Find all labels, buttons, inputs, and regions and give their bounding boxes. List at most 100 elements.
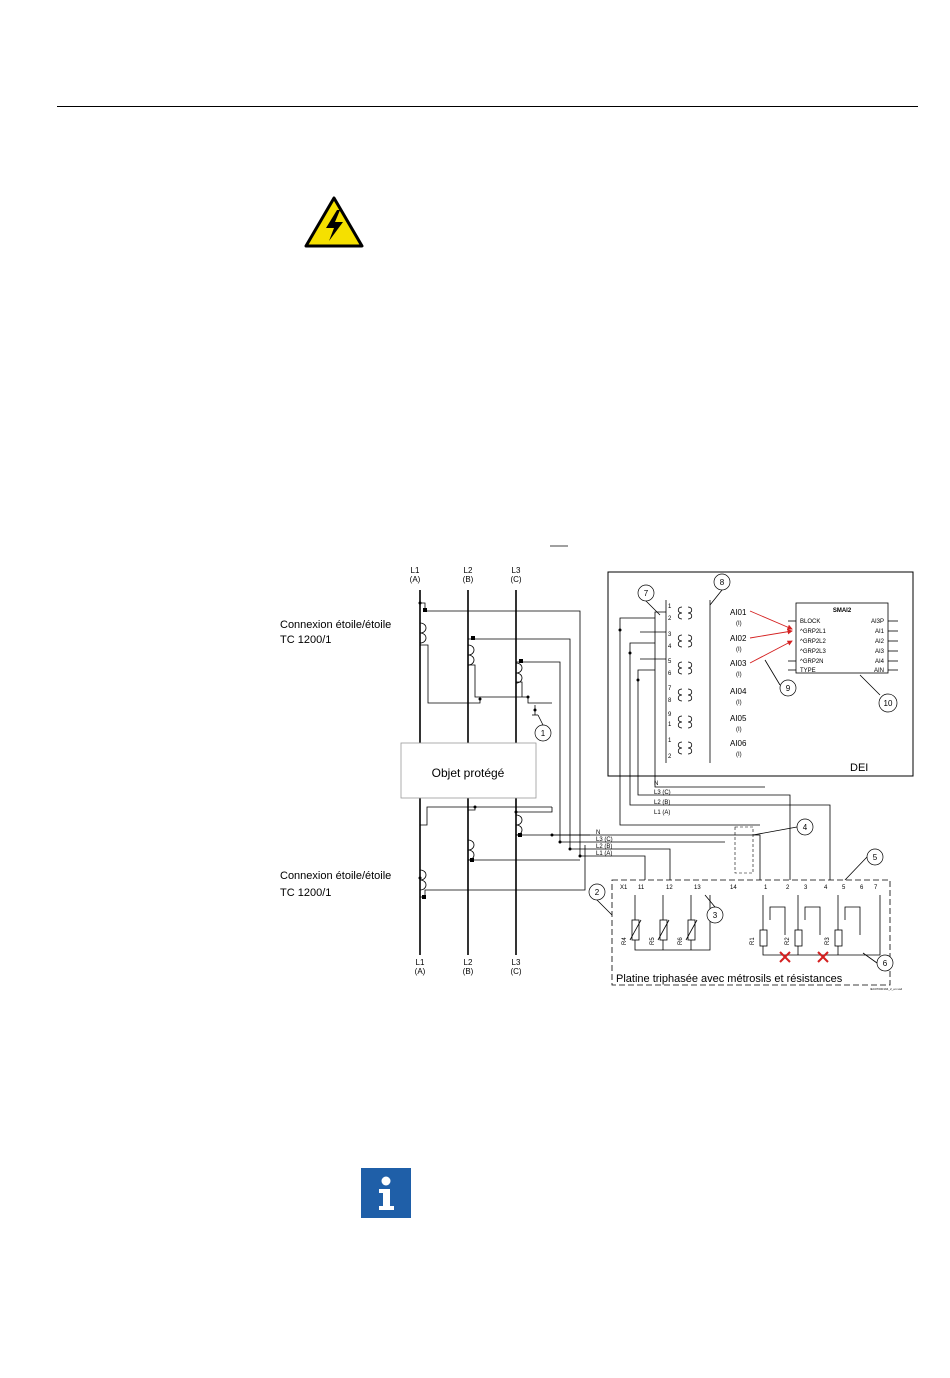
svg-text:L1: L1 [416, 958, 425, 967]
svg-text:5: 5 [842, 885, 846, 891]
svg-text:3: 3 [804, 885, 808, 891]
ied-box [607, 571, 914, 777]
ct-top-label-line2: TC 1200/1 [280, 634, 331, 646]
protected-object-box [400, 742, 537, 799]
removed-link-markers [779, 951, 829, 963]
svg-text:L2: L2 [464, 958, 473, 967]
ied-label: DEI [850, 762, 868, 774]
svg-text:6: 6 [668, 671, 672, 677]
svg-text:R1: R1 [750, 937, 756, 945]
svg-text:L2 (B): L2 (B) [596, 844, 612, 850]
svg-text:7: 7 [874, 885, 878, 891]
electrical-hazard-icon [304, 196, 364, 248]
svg-text:10: 10 [884, 699, 893, 708]
phase-label-l3-top: L3 [512, 566, 521, 575]
svg-text:2: 2 [786, 885, 790, 891]
top-ct-wiring [420, 602, 581, 835]
svg-text:AI04: AI04 [730, 687, 747, 696]
ied-input-transformers [677, 606, 693, 755]
file-reference: IEC07000194_2_en.vsd [870, 987, 903, 991]
svg-text:2: 2 [668, 754, 672, 760]
svg-text:L3 (C): L3 (C) [654, 790, 671, 796]
svg-text:8: 8 [668, 698, 672, 704]
svg-text:L2 (B): L2 (B) [654, 800, 670, 806]
svg-text:7: 7 [644, 589, 649, 598]
info-icon [361, 1168, 411, 1218]
svg-text:^GRP2L2: ^GRP2L2 [800, 639, 826, 645]
svg-text:(I): (I) [736, 727, 742, 733]
svg-text:2: 2 [595, 888, 600, 897]
svg-text:(C): (C) [510, 967, 521, 976]
svg-text:(I): (I) [736, 700, 742, 706]
plate-terminal-numbers: X1 11 12 13 14 1 2 3 4 5 6 7 [620, 885, 878, 891]
svg-text:11: 11 [638, 885, 645, 891]
svg-text:AI02: AI02 [730, 634, 747, 643]
metrosils [629, 895, 711, 951]
smai2-function-block [795, 602, 889, 674]
smai2-inputs: BLOCK ^GRP2L1 ^GRP2L2 ^GRP2L3 ^GRP2N TYP… [800, 619, 826, 674]
resistors [759, 895, 881, 956]
svg-text:1: 1 [764, 885, 768, 891]
ct-bottom-label-line2: TC 1200/1 [280, 887, 331, 899]
svg-text:L1 (A): L1 (A) [596, 851, 612, 857]
svg-text:X1: X1 [620, 885, 628, 891]
svg-text:AI3: AI3 [875, 649, 885, 655]
svg-text:6: 6 [860, 885, 864, 891]
svg-text:6: 6 [883, 959, 888, 968]
svg-text:R4: R4 [622, 937, 628, 945]
phase-label-l1-top: L1 [411, 566, 420, 575]
svg-text:8: 8 [720, 578, 725, 587]
svg-text:5: 5 [668, 659, 672, 665]
svg-text:L3: L3 [512, 958, 521, 967]
signal-arrows [749, 610, 793, 664]
phase-tag-b-top: (B) [463, 575, 474, 584]
header-rule [57, 106, 918, 107]
svg-text:R6: R6 [678, 937, 684, 945]
phase-label-l2-top: L2 [464, 566, 473, 575]
svg-text:5: 5 [873, 853, 878, 862]
plate-bus-lines [552, 815, 761, 880]
svg-text:^GRP2L3: ^GRP2L3 [800, 649, 826, 655]
svg-text:AI03: AI03 [730, 659, 747, 668]
top-ct-coils [419, 622, 523, 684]
svg-text:(I): (I) [736, 621, 742, 627]
svg-text:AI4: AI4 [875, 659, 885, 665]
svg-text:12: 12 [666, 885, 673, 891]
svg-text:AI3P: AI3P [871, 619, 884, 625]
svg-text:3: 3 [668, 632, 672, 638]
svg-text:^GRP2N: ^GRP2N [800, 659, 824, 665]
ct-wiring-diagram: L1 (A) L2 (B) L3 (C) L1 (A) L2 (B) L3 (C… [280, 545, 914, 991]
ct-top-label-line1: Connexion étoile/étoile [280, 619, 391, 631]
analog-input-labels: AI01 (I) AI02 (I) AI03 (I) AI04 (I) AI05… [730, 608, 747, 758]
phase-tag-c-top: (C) [510, 575, 521, 584]
svg-text:R5: R5 [650, 937, 656, 945]
svg-text:AI06: AI06 [730, 739, 747, 748]
svg-text:4: 4 [668, 644, 672, 650]
svg-text:1: 1 [541, 729, 546, 738]
svg-text:2: 2 [668, 616, 672, 622]
svg-text:(I): (I) [736, 672, 742, 678]
svg-text:SMAI2: SMAI2 [833, 608, 852, 614]
svg-text:13: 13 [694, 885, 701, 891]
svg-text:4: 4 [824, 885, 828, 891]
ct-bottom-label-line1: Connexion étoile/étoile [280, 870, 391, 882]
svg-text:9: 9 [668, 712, 672, 718]
protected-object-label: Objet protégé [432, 766, 505, 780]
bottom-ct-wiring [420, 806, 590, 898]
svg-text:(A): (A) [415, 967, 426, 976]
plate-box [611, 879, 891, 986]
phase-tag-a-top: (A) [410, 575, 421, 584]
svg-text:AIN: AIN [874, 668, 884, 674]
svg-text:4: 4 [803, 823, 808, 832]
svg-text:^GRP2L1: ^GRP2L1 [800, 629, 826, 635]
svg-text:R3: R3 [825, 937, 831, 945]
svg-text:N: N [596, 830, 600, 836]
svg-text:(I): (I) [736, 752, 742, 758]
svg-text:BLOCK: BLOCK [800, 619, 820, 625]
svg-text:L3 (C): L3 (C) [596, 837, 613, 843]
svg-text:(B): (B) [463, 967, 474, 976]
svg-text:AI05: AI05 [730, 714, 747, 723]
svg-text:14: 14 [730, 885, 737, 891]
svg-text:L1 (A): L1 (A) [654, 810, 670, 816]
phase-labels-top: L1 (A) L2 (B) L3 (C) [410, 566, 522, 584]
